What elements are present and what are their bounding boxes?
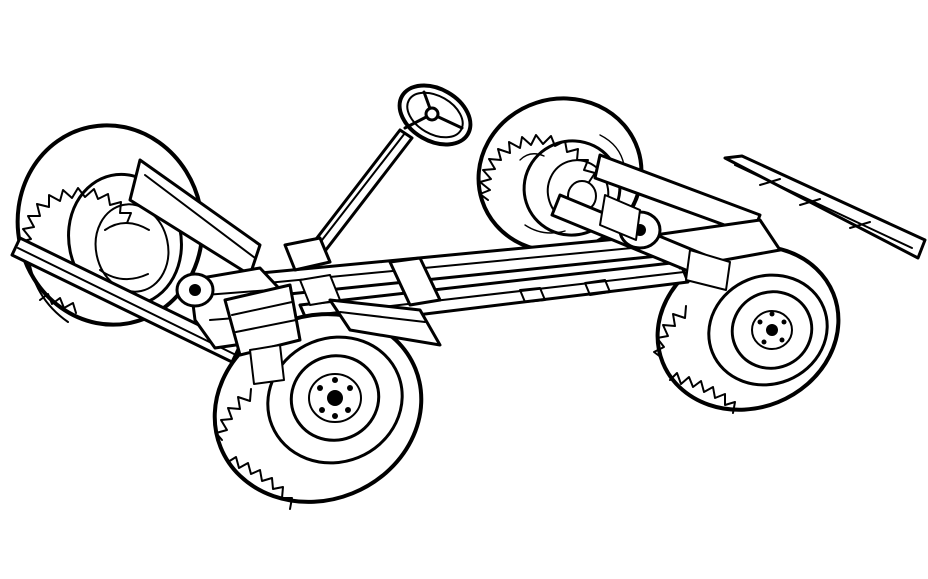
front-suspension [175, 272, 442, 385]
steering-column [283, 128, 414, 306]
steering-wheel [397, 83, 473, 147]
